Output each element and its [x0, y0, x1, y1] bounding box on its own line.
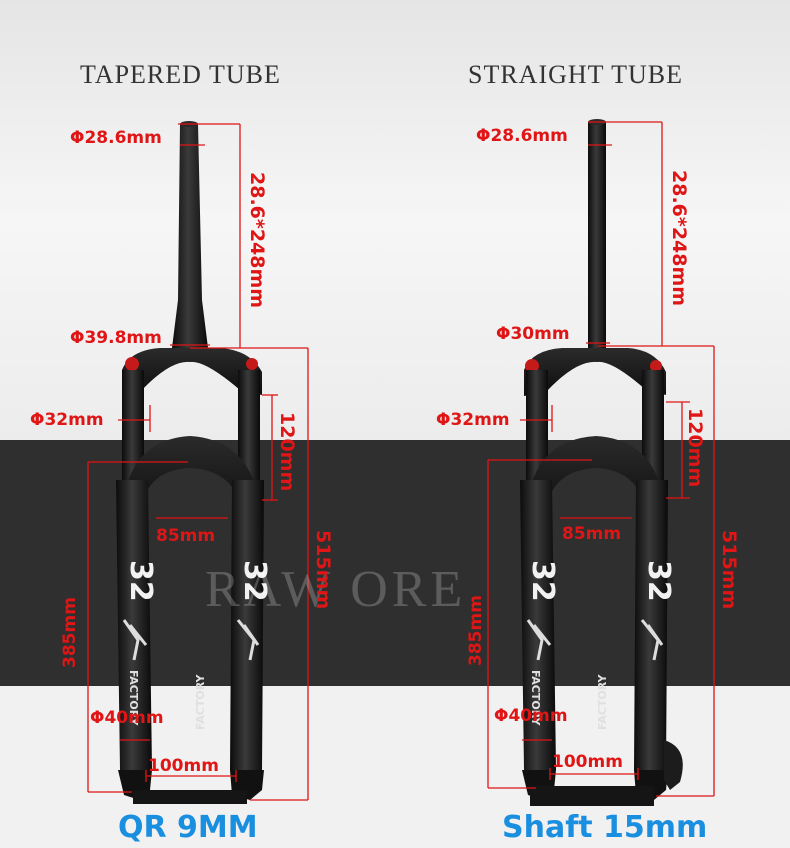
right-crown	[524, 348, 666, 396]
right-axle-width-label: 100mm	[552, 752, 623, 772]
left-lockout-knob-icon	[246, 358, 258, 370]
left-steerer-top-diameter-label: Φ28.6mm	[70, 128, 162, 148]
right-steerer-tube	[588, 122, 606, 348]
right-decal-factory-right: FACTORY	[596, 673, 609, 730]
left-dimension-lines	[87, 123, 309, 801]
right-stanchion-diameter-label: Φ32mm	[436, 410, 510, 430]
right-decal-32-left: 32	[525, 560, 560, 602]
left-stanchion-left	[122, 370, 144, 490]
caption-qr-9mm: QR 9MM	[118, 810, 258, 845]
heading-straight-tube: STRAIGHT TUBE	[468, 60, 683, 89]
left-decal-factory-left: FACTORY	[127, 670, 140, 727]
left-steerer-length-label: 28.6*248mm	[246, 172, 268, 309]
left-decal-factory-right: FACTORY	[194, 673, 207, 730]
right-decal-factory-left: FACTORY	[529, 670, 542, 727]
left-axle-width-label: 100mm	[148, 756, 219, 776]
right-stanchion-right	[642, 370, 664, 490]
right-lower-left	[520, 480, 556, 770]
right-lower-diameter-label: Φ40mm	[494, 706, 568, 726]
right-arch	[526, 436, 666, 520]
right-steerer-length-label: 28.6*248mm	[668, 170, 690, 307]
left-decal-32-right: 32	[237, 560, 272, 602]
left-travel-label: 120mm	[276, 412, 298, 492]
right-steerer-base-diameter-label: Φ30mm	[496, 324, 570, 344]
right-arch-width-label: 85mm	[562, 524, 622, 544]
left-lower-diameter-label: Φ40mm	[90, 708, 164, 728]
right-lockout-knob-icon	[650, 360, 662, 372]
left-decal-32-left: 32	[123, 560, 158, 602]
right-fork-stand	[530, 786, 654, 806]
left-fork-stand	[133, 790, 247, 804]
left-arch-width-label: 85mm	[156, 526, 216, 546]
heading-tapered-tube: TAPERED TUBE	[80, 60, 281, 89]
right-total-length-label: 515mm	[718, 530, 740, 610]
right-thru-axle-lever	[664, 740, 683, 790]
right-steerer-top-diameter-label: Φ28.6mm	[476, 126, 568, 146]
left-stanchion-right	[238, 370, 260, 490]
left-steerer-tube	[172, 124, 208, 348]
caption-shaft-15mm: Shaft 15mm	[502, 810, 708, 845]
left-preload-knob-icon	[125, 357, 139, 371]
right-decal-32-right: 32	[641, 560, 676, 602]
left-fork: 32 32 FACTORY FACTORY	[116, 121, 272, 804]
left-steerer-base-diameter-label: Φ39.8mm	[70, 328, 162, 348]
right-lower-length-label: 385mm	[466, 595, 486, 666]
right-fork: 32 32 FACTORY FACTORY	[520, 119, 683, 806]
left-lower-left	[116, 480, 152, 770]
watermark-text: RAW ORE	[205, 561, 467, 618]
left-arch	[122, 436, 262, 520]
left-crown	[122, 348, 262, 396]
right-dimension-lines	[487, 121, 715, 797]
left-stanchion-diameter-label: Φ32mm	[30, 410, 104, 430]
left-total-length-label: 515mm	[312, 530, 334, 610]
right-travel-label: 120mm	[684, 408, 706, 488]
left-lower-length-label: 385mm	[60, 597, 80, 668]
right-preload-knob-icon	[525, 359, 539, 373]
right-lower-right	[634, 480, 668, 770]
left-lower-right	[230, 480, 264, 770]
